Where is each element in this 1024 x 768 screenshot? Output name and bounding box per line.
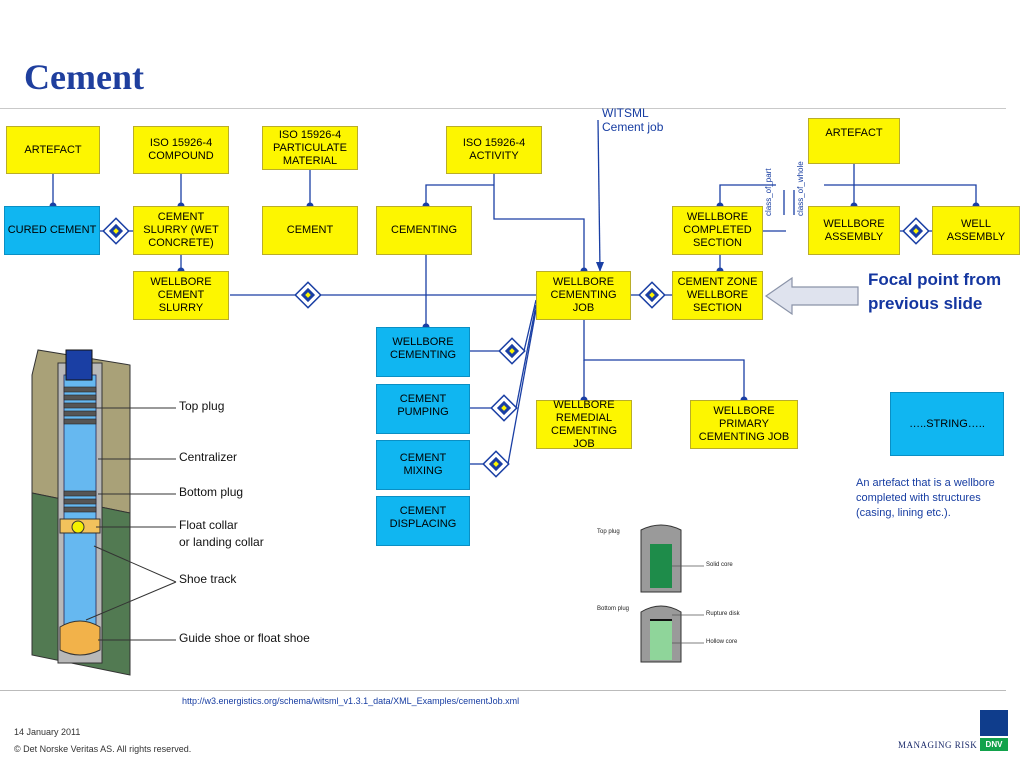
box-cement-slurry: CEMENT SLURRY (WET CONCRETE) (133, 206, 229, 255)
box-string: …..STRING….. (890, 392, 1004, 456)
box-cement-displacing: CEMENT DISPLACING (376, 496, 470, 546)
well-callout-lines (85, 407, 177, 641)
box-artefact-right: ARTEFACT (808, 118, 900, 164)
footer-copyright: © Det Norske Veritas AS. All rights rese… (14, 744, 192, 754)
plug-callout-lines (672, 565, 704, 644)
connector-lines (49, 119, 980, 478)
label-top-plug: Top plug (179, 399, 225, 413)
artefact-description: An artefact that is a wellbore completed… (856, 477, 995, 519)
box-wellbore-assembly: WELLBORE ASSEMBLY (808, 206, 900, 255)
label-landing-collar: or landing collar (179, 535, 264, 549)
box-cementing: CEMENTING (376, 206, 472, 255)
box-cement-pumping: CEMENT PUMPING (376, 384, 470, 434)
plug-label-top: Top plug (597, 529, 620, 535)
box-remedial-job: WELLBORE REMEDIAL CEMENTING JOB (536, 399, 632, 450)
box-cured-cement: CURED CEMENT (4, 206, 100, 255)
well-cross-section (31, 349, 131, 676)
focal-point-text: Focal point from previous slide (868, 270, 1002, 313)
plug-label-hollow-core: Hollow core (706, 639, 738, 645)
plug-label-rupture-disk: Rupture disk (706, 611, 740, 617)
dnv-logo-icon (980, 710, 1008, 736)
box-iso-activity: ISO 15926-4 ACTIVITY (446, 126, 542, 174)
box-cement: CEMENT (262, 206, 358, 255)
box-artefact-left: ARTEFACT (6, 126, 100, 174)
label-float-collar: Float collar (179, 518, 238, 532)
source-link[interactable]: http://w3.energistics.org/schema/witsml_… (182, 696, 520, 706)
diamond-icons (102, 217, 930, 478)
dnv-logo-text: DNV (980, 738, 1008, 751)
label-bottom-plug: Bottom plug (179, 485, 244, 499)
label-shoe-track: Shoe track (179, 572, 237, 586)
label-centralizer: Centralizer (179, 450, 238, 464)
plug-label-solid-core: Solid core (706, 562, 733, 568)
plug-label-bottom: Bottom plug (597, 606, 630, 612)
box-cement-zone: CEMENT ZONE WELLBORE SECTION (672, 271, 763, 320)
footer-divider (0, 690, 1006, 691)
box-wellbore-cementing-job: WELLBORE CEMENTING JOB (536, 271, 631, 320)
box-primary-job: WELLBORE PRIMARY CEMENTING JOB (690, 400, 798, 449)
slide-title: Cement (24, 57, 144, 97)
title-divider (0, 108, 1006, 109)
box-wellbore-completed: WELLBORE COMPLETED SECTION (672, 206, 763, 255)
plug-figure (640, 524, 682, 663)
label-guide-shoe: Guide shoe or float shoe (179, 631, 310, 645)
footer-date: 14 January 2011 (14, 727, 81, 737)
box-cement-mixing: CEMENT MIXING (376, 440, 470, 490)
box-wellbore-cementing: WELLBORE CEMENTING (376, 327, 470, 377)
witsml-label: WITSML Cement job (602, 106, 664, 134)
box-iso-compound: ISO 15926-4 COMPOUND (133, 126, 229, 174)
focal-arrow (764, 276, 859, 316)
box-well-assembly: WELL ASSEMBLY (932, 206, 1020, 255)
managing-risk-text: MANAGING RISK (898, 740, 978, 750)
box-iso-particulate: ISO 15926-4 PARTICULATE MATERIAL (262, 126, 358, 170)
box-wellbore-cement-slurry: WELLBORE CEMENT SLURRY (133, 271, 229, 320)
